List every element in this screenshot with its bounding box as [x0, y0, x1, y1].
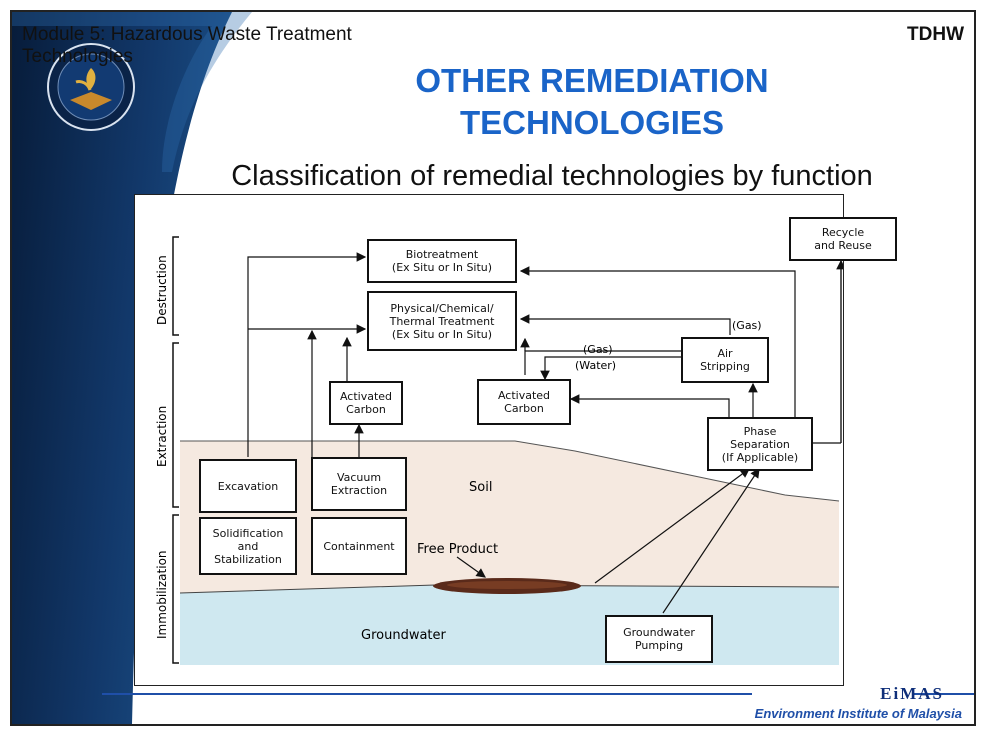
excavation-box: Excavation: [199, 459, 297, 513]
containment-box: Containment: [311, 517, 407, 575]
water-label: (Water): [575, 359, 616, 372]
title-line-1: OTHER REMEDIATION: [415, 62, 769, 99]
solidification-stabilization-box: Solidification and Stabilization: [199, 517, 297, 575]
recycle-reuse-box: Recycle and Reuse: [789, 217, 897, 261]
soil-label: Soil: [469, 480, 492, 495]
physical-chemical-thermal-box: Physical/Chemical/ Thermal Treatment (Ex…: [367, 291, 517, 351]
free-product-label: Free Product: [417, 542, 498, 557]
activated-carbon-box-1: Activated Carbon: [329, 381, 403, 425]
course-tag: TDHW: [907, 24, 964, 45]
footer-divider: [102, 693, 974, 695]
biotreatment-box: Biotreatment (Ex Situ or In Situ): [367, 239, 517, 283]
eimas-brand: EiMAS: [880, 684, 944, 703]
extraction-bracket: [172, 342, 179, 508]
vacuum-extraction-box: Vacuum Extraction: [311, 457, 407, 511]
groundwater-region: [180, 585, 839, 665]
activated-carbon-box-2: Activated Carbon: [477, 379, 571, 425]
page-subtitle: Classification of remedial technologies …: [231, 160, 873, 192]
left-banner: [12, 12, 252, 724]
remediation-diagram: Destruction Extraction Immobilization (G…: [134, 194, 897, 686]
institute-logo: [47, 43, 135, 131]
category-destruction: Destruction: [155, 255, 169, 325]
immobilization-bracket: [172, 514, 179, 664]
destruction-bracket: [172, 236, 179, 336]
gas-label-mid: (Gas): [583, 343, 613, 356]
groundwater-label: Groundwater: [361, 628, 447, 643]
title-line-2: TECHNOLOGIES: [459, 104, 725, 141]
organization-name: Environment Institute of Malaysia: [754, 706, 962, 721]
air-stripping-box: Air Stripping: [681, 337, 769, 383]
groundwater-pumping-box: Groundwater Pumping: [605, 615, 713, 663]
phase-separation-box: Phase Separation (If Applicable): [707, 417, 813, 471]
slide: Module 5: Hazardous Waste Treatment Tech…: [10, 10, 976, 726]
page-title: OTHER REMEDIATION TECHNOLOGIES: [242, 60, 942, 144]
category-immobilization: Immobilization: [155, 550, 169, 639]
category-extraction: Extraction: [155, 406, 169, 467]
ground-surface-line: [180, 440, 840, 502]
gas-label-top: (Gas): [732, 319, 762, 332]
module-header: Module 5: Hazardous Waste Treatment Tech…: [22, 24, 352, 67]
